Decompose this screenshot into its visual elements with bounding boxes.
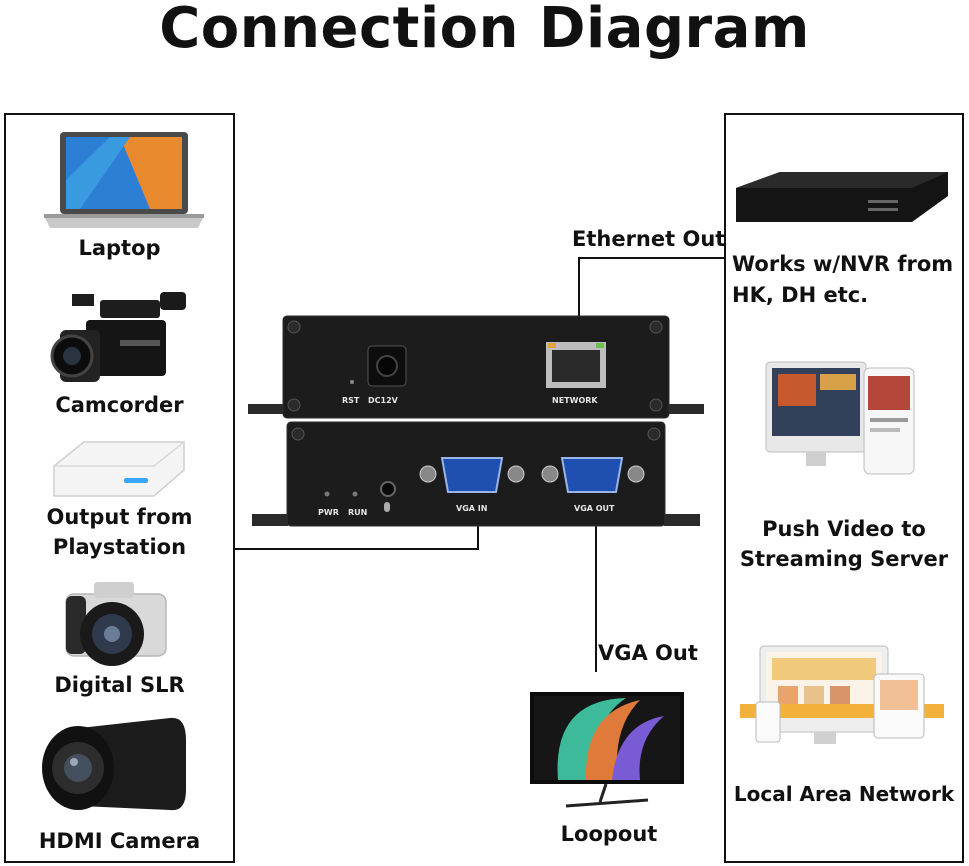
destination-label-lan: Local Area Network bbox=[733, 782, 955, 806]
camcorder-icon bbox=[50, 292, 186, 382]
loopout-label: Loopout bbox=[560, 822, 658, 846]
hdmi-camera-icon bbox=[42, 717, 186, 811]
network-port-label: NETWORK bbox=[552, 396, 598, 405]
vga-in-port-label: VGA IN bbox=[456, 504, 488, 513]
rst-port-label: RST bbox=[342, 396, 360, 405]
destination-label-nvr-line1: Works w/NVR from bbox=[732, 252, 954, 276]
destinations-panel bbox=[724, 113, 964, 863]
vga-out-port-label: VGA OUT bbox=[574, 504, 615, 513]
encoder-device-top-unit bbox=[248, 315, 704, 419]
destination-label-streaming-line2: Streaming Server bbox=[739, 547, 949, 571]
pwr-led-label: PWR bbox=[318, 508, 339, 517]
dslr-camera-icon bbox=[65, 582, 167, 666]
source-label-playstation-line1: Output from bbox=[46, 505, 193, 529]
nvr-icon bbox=[736, 172, 948, 222]
source-label-hdmi-camera: HDMI Camera bbox=[38, 829, 201, 853]
game-console-icon bbox=[53, 441, 185, 497]
destination-label-nvr-line2: HK, DH etc. bbox=[732, 283, 869, 307]
laptop-icon bbox=[44, 132, 204, 228]
run-led-label: RUN bbox=[348, 508, 368, 517]
lan-devices-icon bbox=[740, 645, 944, 744]
streaming-devices-icon bbox=[765, 361, 915, 475]
destination-label-streaming-line1: Push Video to bbox=[762, 517, 926, 541]
source-label-playstation-line2: Playstation bbox=[52, 535, 187, 559]
source-label-dslr: Digital SLR bbox=[54, 673, 185, 697]
vga-out-label: VGA Out bbox=[598, 641, 698, 665]
source-label-camcorder: Camcorder bbox=[55, 393, 184, 417]
page-title: Connection Diagram bbox=[159, 0, 810, 61]
monitor-icon bbox=[530, 692, 684, 808]
encoder-device-front-unit bbox=[252, 421, 700, 527]
source-label-laptop: Laptop bbox=[78, 236, 161, 260]
ethernet-out-label: Ethernet Out bbox=[572, 227, 726, 251]
dc12v-port-label: DC12V bbox=[368, 396, 398, 405]
sources-panel bbox=[4, 113, 235, 863]
